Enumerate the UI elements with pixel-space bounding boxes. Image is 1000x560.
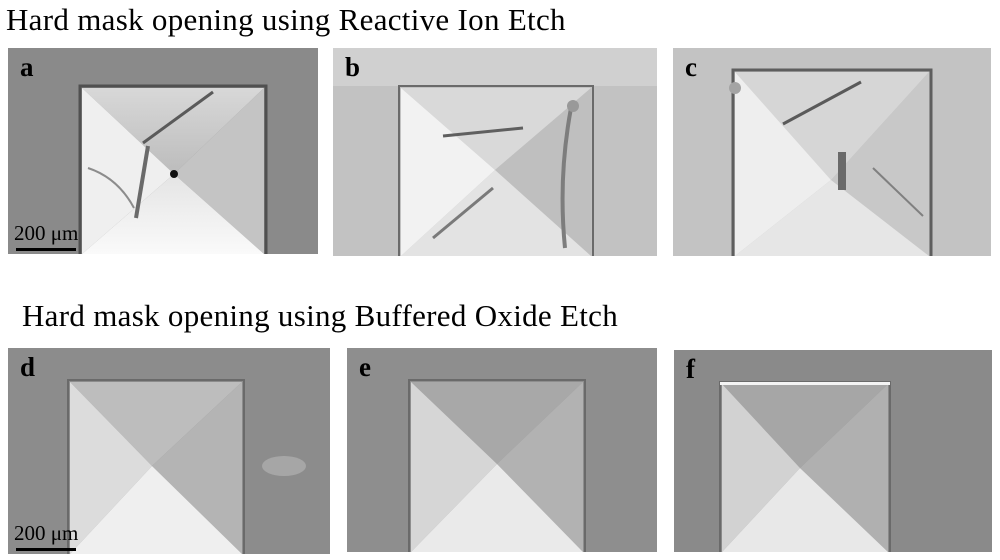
panel-label-a: a	[20, 52, 34, 82]
panel-label-f: f	[686, 354, 695, 384]
pyramid-pit-image-e	[347, 348, 657, 552]
sem-panel-f: f	[674, 350, 992, 552]
pyramid-pit-image-a	[8, 48, 318, 254]
pyramid-pit-image-b	[333, 48, 657, 256]
sem-panel-b: b	[333, 48, 657, 256]
pyramid-pit-image-d	[8, 348, 330, 554]
heading-buffered-oxide-etch: Hard mask opening using Buffered Oxide E…	[22, 298, 619, 333]
scale-bar-line	[16, 548, 76, 551]
scale-bar-label: 200 μm	[14, 221, 79, 245]
scale-bar-label: 200 μm	[14, 521, 79, 545]
scale-bar-line	[16, 248, 76, 251]
scale-bar-d: 200 μm	[14, 521, 79, 551]
sem-panel-d: d 200 μm	[8, 348, 330, 554]
panel-label-b: b	[345, 52, 361, 82]
sem-panel-e: e	[347, 348, 657, 552]
sem-panel-c: c	[673, 48, 991, 256]
panel-label-d: d	[20, 352, 36, 382]
panel-label-e: e	[359, 352, 371, 382]
sem-panel-a: a 200 μm	[8, 48, 318, 254]
heading-reactive-ion-etch: Hard mask opening using Reactive Ion Etc…	[6, 2, 566, 37]
pyramid-pit-image-f	[674, 350, 992, 552]
scale-bar-a: 200 μm	[14, 221, 79, 251]
pyramid-pit-image-c	[673, 48, 991, 256]
panel-label-c: c	[685, 52, 697, 82]
